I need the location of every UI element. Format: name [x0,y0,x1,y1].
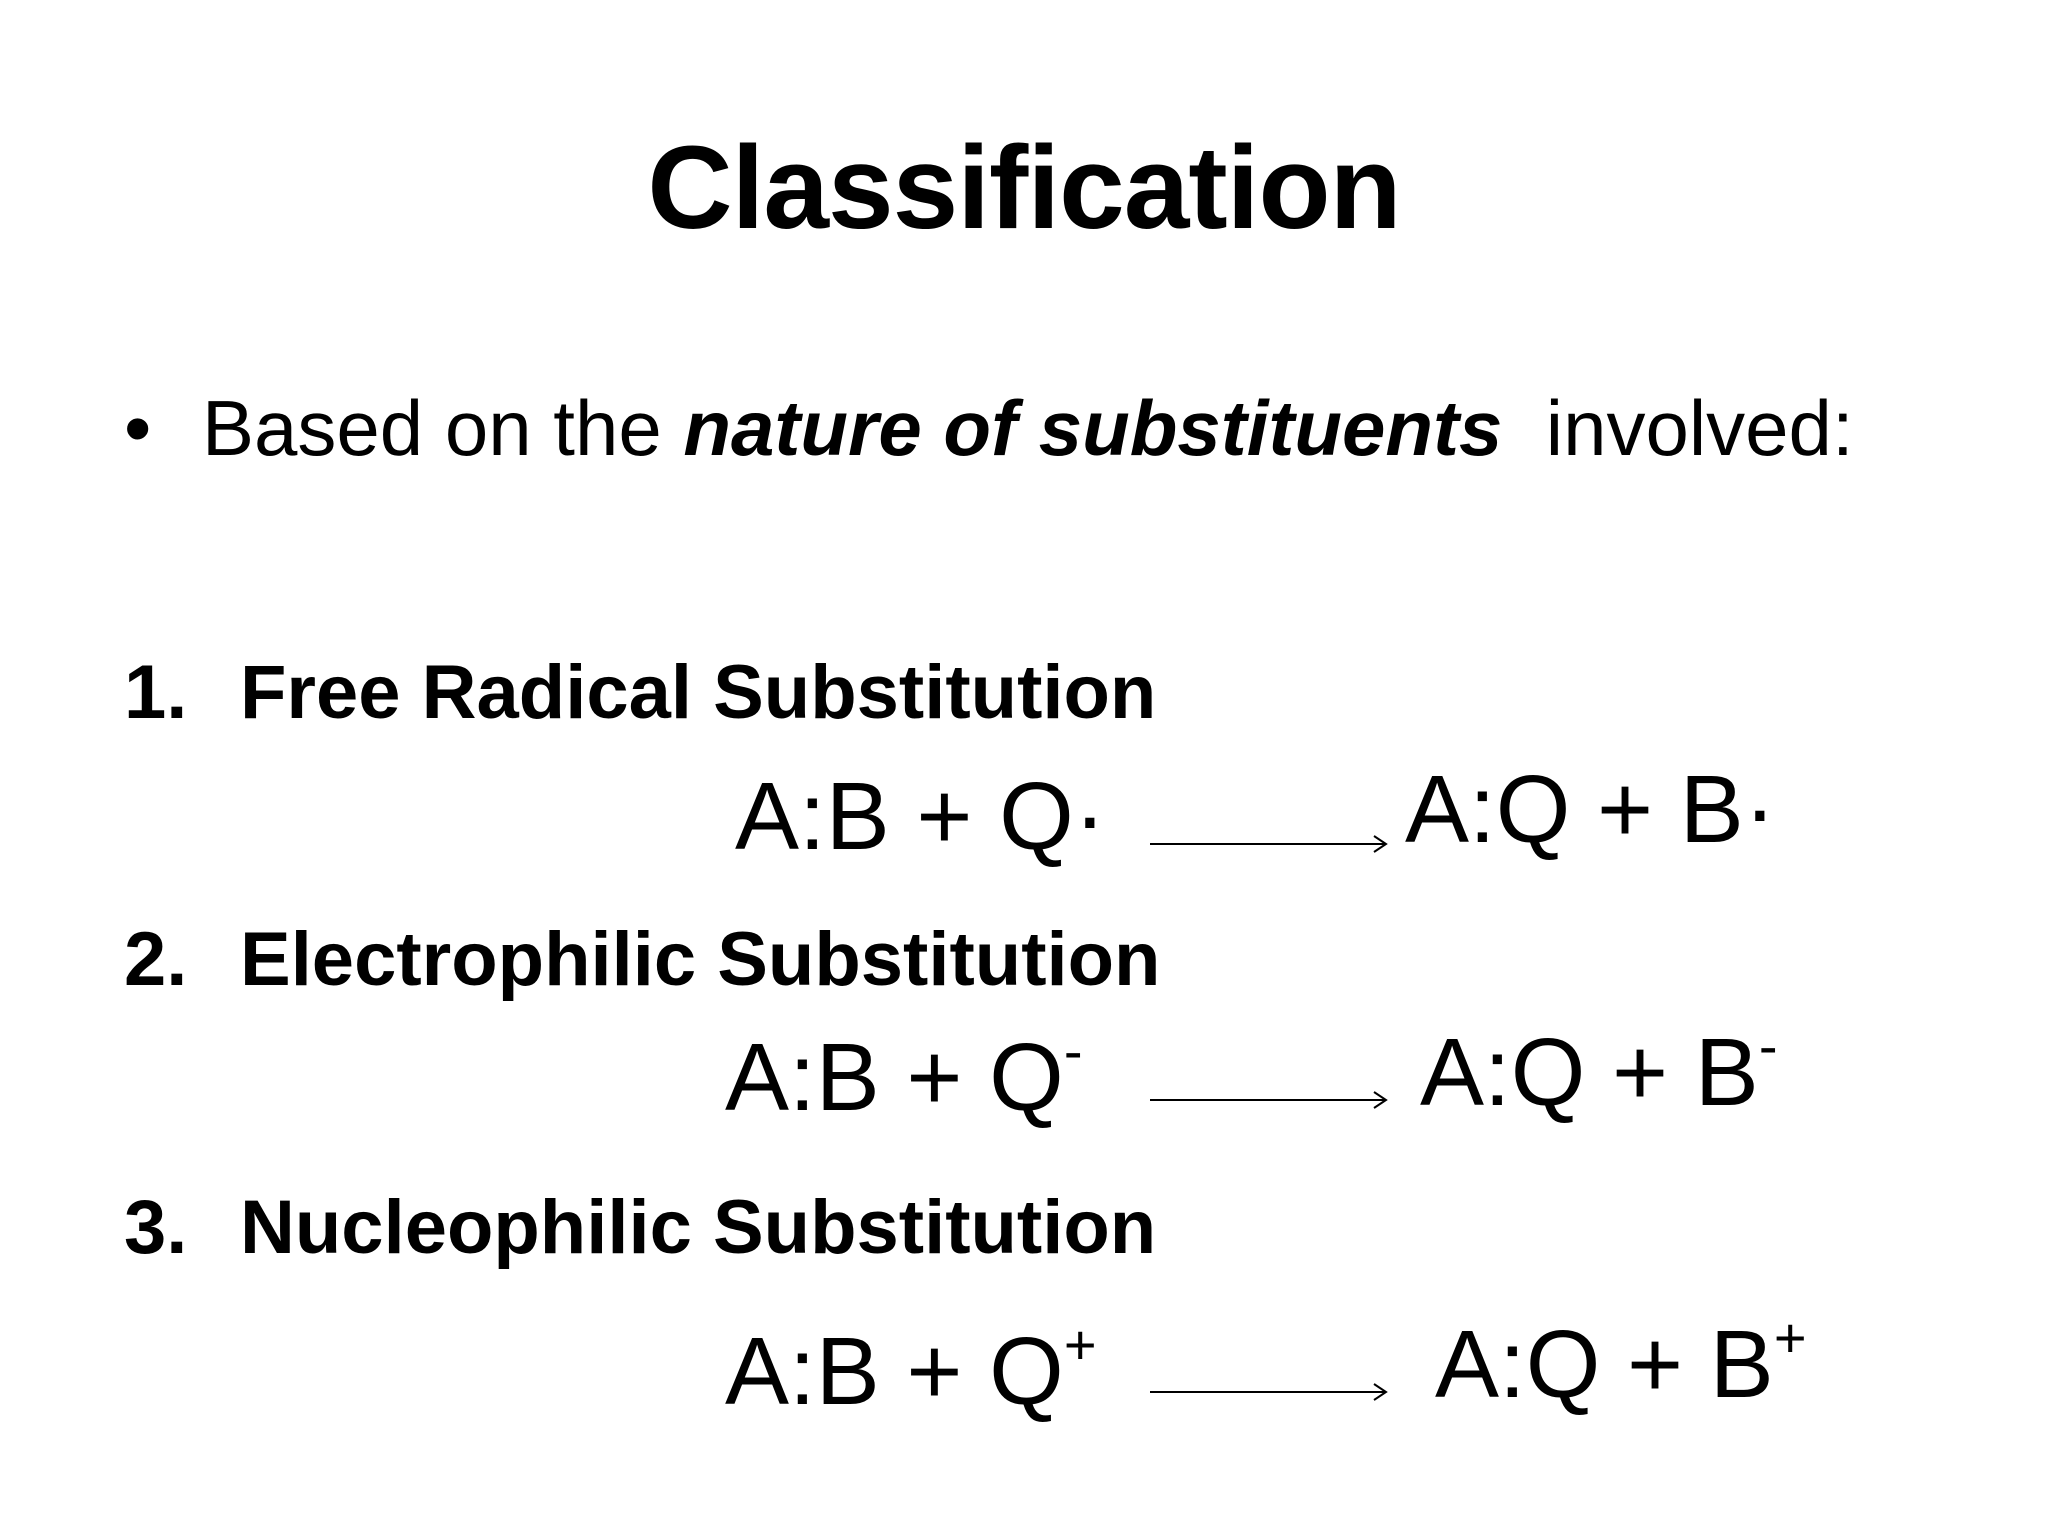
item-number: 1. [124,650,188,735]
product-mark: · [1743,756,1776,863]
reactant-mark: - [1063,1019,1083,1082]
bullet-prefix: Based on the [202,384,684,472]
reactant-text: A:B + Q [735,763,1074,870]
bullet-marker: • [124,384,152,472]
reactant-text: A:B + Q [725,1318,1064,1425]
reaction-reactant: A:B + Q- [725,1023,1082,1133]
reactant-mark: · [1073,763,1106,870]
right-arrow-icon [1150,835,1388,853]
item-heading-text: Nucleophilic Substitution [240,1185,1157,1270]
bullet-text: Based on the nature of substituents invo… [202,384,1854,472]
product-mark: + [1773,1306,1807,1369]
bullet-suffix: involved: [1502,384,1854,472]
reaction-reactant: A:B + Q+ [725,1317,1097,1427]
product-text: A:Q + B [1420,1019,1759,1126]
item-heading-free-radical: 1. Free Radical Substitution [124,645,1156,741]
item-heading-electrophilic: 2. Electrophilic Substitution [124,912,1160,1008]
reaction-reactant: A:B + Q· [735,762,1106,872]
item-heading-text: Electrophilic Substitution [240,917,1161,1002]
item-number: 3. [124,1185,188,1270]
item-heading-text: Free Radical Substitution [240,650,1157,735]
reaction-product: A:Q + B· [1405,755,1776,865]
right-arrow-icon [1150,1091,1388,1109]
reactant-mark: + [1063,1313,1097,1376]
reactant-text: A:B + Q [725,1024,1064,1131]
reaction-product: A:Q + B- [1420,1018,1777,1128]
item-number: 2. [124,917,188,1002]
item-heading-nucleophilic: 3. Nucleophilic Substitution [124,1180,1156,1276]
bullet-emphasis: nature of substituents [683,384,1503,472]
reaction-product: A:Q + B+ [1435,1310,1807,1420]
product-mark: - [1758,1014,1778,1077]
product-text: A:Q + B [1405,756,1744,863]
product-text: A:Q + B [1435,1311,1774,1418]
right-arrow-icon [1150,1383,1388,1401]
bullet-point: • Based on the nature of substituents inv… [124,378,1854,478]
slide-title: Classification [647,122,1401,254]
